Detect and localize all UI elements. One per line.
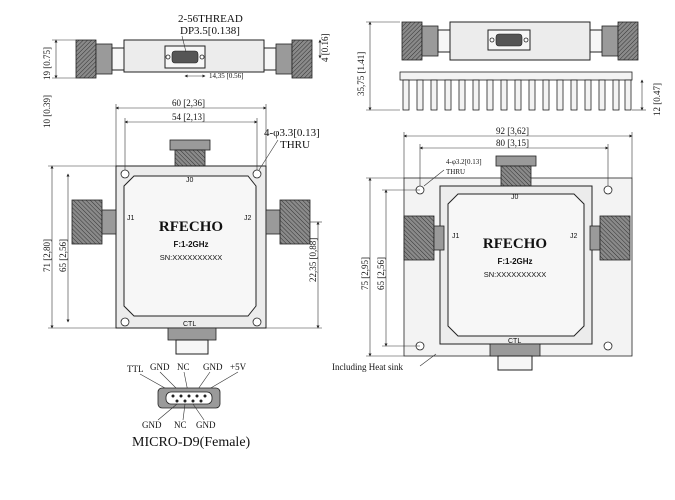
top-view: 2-56THREAD DP3.5[0.138] 19 [0.75] 10 [0.…	[42, 13, 330, 128]
hs-j0-connector	[495, 155, 537, 187]
front-hole-thru: THRU	[280, 139, 310, 151]
front-dim-71: 71 [2,80]	[42, 239, 52, 272]
top-view-right-connector	[263, 39, 313, 79]
hs-brand: RFECHO	[483, 236, 547, 252]
micro-d9-pinout: TTL GND NC GND +5V GND NC GND M	[127, 362, 251, 450]
heatsink-note: Including Heat sink	[332, 362, 403, 372]
connector-title: MICRO-D9(Female)	[132, 435, 251, 450]
front-j0-connector	[169, 139, 211, 167]
mount-hole	[252, 169, 262, 179]
hs-j2-connector	[589, 215, 631, 261]
front-port-j0: J0	[186, 177, 194, 184]
heatsink-fins	[399, 71, 633, 111]
mount-hole	[252, 317, 262, 327]
hs-port-j1: J1	[452, 233, 460, 240]
pin-gnd-1: GND	[150, 362, 170, 372]
depth-note: DP3.5[0.138]	[180, 25, 240, 37]
hs-hole-note: 4-φ3.2[0.13]	[446, 158, 482, 166]
pin-gnd-2: GND	[203, 362, 223, 372]
pin-nc-1: NC	[177, 362, 190, 372]
hs-serial: SN:XXXXXXXXXX	[484, 270, 547, 279]
front-hole-note: 4-φ3.3[0.13]	[264, 127, 320, 139]
side-view-left-connector	[401, 21, 451, 61]
front-serial: SN:XXXXXXXXXX	[160, 253, 223, 262]
hs-j1-connector	[403, 215, 445, 261]
front-j1-connector	[71, 199, 117, 245]
pin-5v: +5V	[230, 362, 247, 372]
dim-35: 35,75 [1.41]	[356, 52, 366, 96]
front-view: J0 J1 J2 CTL RFECHO F:1-2GHz SN:XXXXXXXX…	[42, 98, 322, 355]
hs-dim-75: 75 [2,95]	[360, 257, 370, 290]
hs-port-ctl: CTL	[508, 338, 521, 345]
front-port-ctl: CTL	[183, 321, 196, 328]
top-view-dsub	[164, 45, 206, 69]
mount-hole	[120, 317, 130, 327]
dim-19: 19 [0.75]	[42, 47, 52, 80]
hs-ctl-connector	[489, 343, 541, 371]
hs-spec: F:1-2GHz	[497, 257, 532, 266]
front-dim-54: 54 [2,13]	[172, 112, 205, 122]
front-panel	[123, 175, 257, 317]
front-brand: RFECHO	[159, 219, 223, 235]
thread-note: 2-56THREAD	[178, 13, 243, 25]
front-spec: F:1-2GHz	[173, 240, 208, 249]
front-dim-60: 60 [2,36]	[172, 98, 205, 108]
front-port-j2: J2	[244, 215, 252, 222]
dim-4: 4 [0.16]	[320, 34, 330, 63]
hs-mount-hole	[603, 341, 613, 351]
front-port-j1: J1	[127, 215, 135, 222]
top-view-left-connector	[75, 39, 125, 79]
side-view-dsub	[487, 29, 531, 51]
hs-dim-80: 80 [3,15]	[496, 138, 529, 148]
pin-gnd-3: GND	[142, 420, 162, 430]
front-dim-22: 22,35 [0,88]	[308, 238, 318, 282]
mount-hole	[120, 169, 130, 179]
hs-hole-thru: THRU	[446, 168, 465, 176]
front-dim-65: 65 [2,56]	[58, 239, 68, 272]
pin-nc-2: NC	[174, 420, 187, 430]
hs-dim-65: 65 [2,56]	[376, 257, 386, 290]
micro-d9-shell	[157, 387, 221, 409]
side-view-right-connector	[589, 21, 639, 61]
heatsink-view: J0 J1 J2 CTL RFECHO F:1-2GHz SN:XXXXXXXX…	[332, 126, 633, 372]
hs-dim-92: 92 [3,62]	[496, 126, 529, 136]
hs-port-j2: J2	[570, 233, 578, 240]
dim-14: 14,35 [0.56]	[209, 72, 243, 80]
pin-ttl: TTL	[127, 364, 144, 374]
pin-gnd-4: GND	[196, 420, 216, 430]
dim-10: 10 [0.39]	[42, 95, 52, 128]
front-j2-connector	[265, 199, 311, 245]
hs-mount-hole	[603, 185, 613, 195]
side-view: 35,75 [1.41] 12 [0.47]	[356, 21, 662, 116]
hs-panel	[447, 193, 585, 337]
front-ctl-connector	[167, 327, 217, 355]
dim-12: 12 [0.47]	[652, 83, 662, 116]
hs-port-j0: J0	[511, 194, 519, 201]
